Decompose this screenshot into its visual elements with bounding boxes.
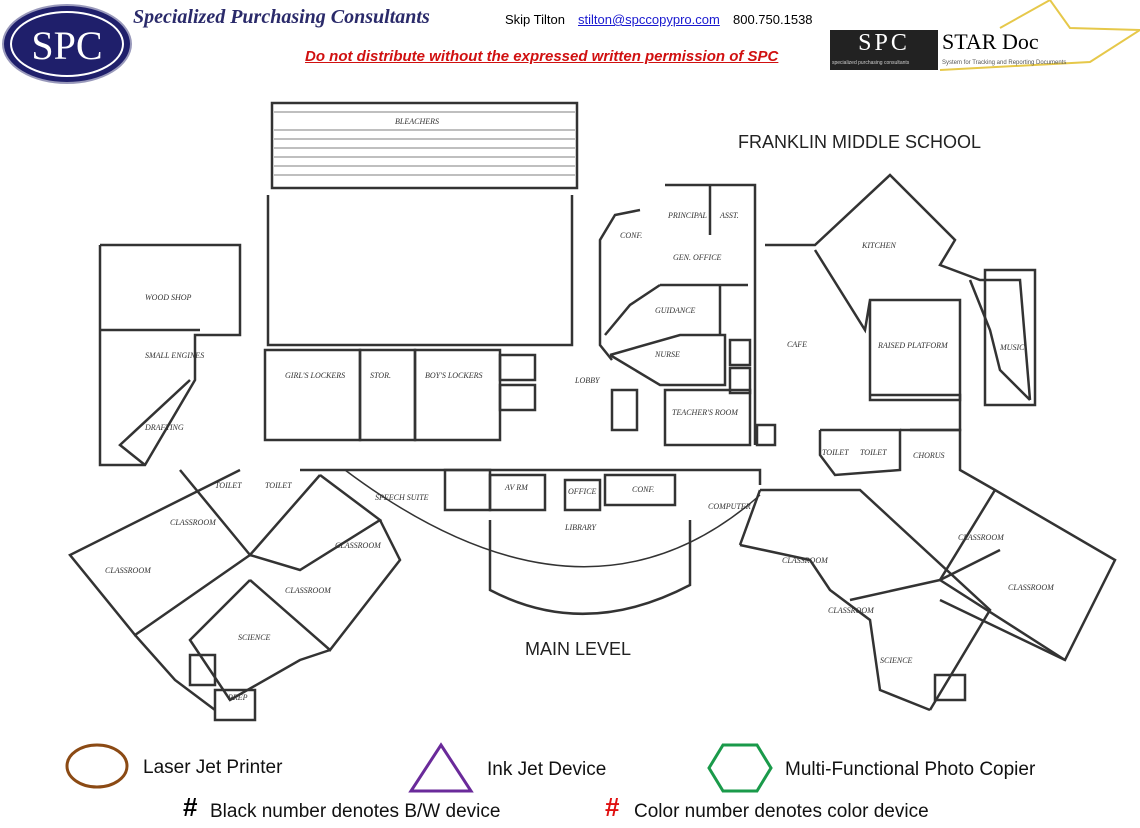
- room-classroom: CLASSROOM: [958, 533, 1005, 542]
- spc-logo: SPC: [2, 4, 132, 84]
- room-toilet-3: TOILET: [215, 481, 242, 490]
- room-classroom: CLASSROOM: [335, 541, 382, 550]
- level-name: MAIN LEVEL: [525, 639, 631, 659]
- room-girls-lockers: GIRL'S LOCKERS: [285, 371, 345, 380]
- stardoc-tagline: System for Tracking and Reporting Docume…: [942, 60, 1067, 66]
- room-principal: PRINCIPAL: [667, 211, 708, 220]
- stardoc-name: STAR Doc: [942, 29, 1039, 54]
- room-guidance: GUIDANCE: [655, 306, 696, 315]
- legend-bw: Black number denotes B/W device: [210, 801, 501, 822]
- room-av: AV RM: [504, 483, 529, 492]
- ink-jet-triangle-icon: [408, 742, 474, 793]
- legend-mfp: Multi-Functional Photo Copier: [785, 759, 1036, 780]
- room-science: SCIENCE: [880, 656, 913, 665]
- room-teachers: TEACHER'S ROOM: [672, 408, 739, 417]
- room-toilet-4: TOILET: [265, 481, 292, 490]
- contact-phone: 800.750.1538: [733, 12, 813, 27]
- room-classroom: CLASSROOM: [105, 566, 152, 575]
- laser-printer-circle-icon: [65, 743, 129, 789]
- room-music: MUSIC: [999, 343, 1025, 352]
- room-bleachers: BLEACHERS: [395, 117, 439, 126]
- room-kitchen: KITCHEN: [861, 241, 896, 250]
- contact-name: Skip Tilton: [505, 12, 565, 27]
- contact-email-link[interactable]: stilton@spccopypro.com: [578, 12, 720, 27]
- stardoc-sub: specialized purchasing consultants: [832, 60, 910, 66]
- legend-color: Color number denotes color device: [634, 801, 929, 822]
- room-classroom: CLASSROOM: [285, 586, 332, 595]
- mfp-hexagon-icon: [707, 743, 773, 793]
- room-classroom: CLASSROOM: [1008, 583, 1055, 592]
- room-prep: PREP: [227, 693, 248, 702]
- room-classroom: CLASSROOM: [782, 556, 829, 565]
- school-name: FRANKLIN MIDDLE SCHOOL: [738, 132, 981, 152]
- room-toilet-1: TOILET: [822, 448, 849, 457]
- room-conf-office: CONF.: [620, 231, 642, 240]
- distribution-warning: Do not distribute without the expressed …: [305, 48, 779, 65]
- color-number-icon: #: [605, 792, 620, 822]
- room-drafting: DRAFTING: [144, 423, 184, 432]
- bw-number-icon: #: [183, 792, 198, 822]
- room-speech-suite: SPEECH SUITE: [375, 493, 429, 502]
- room-boys-lockers: BOY'S LOCKERS: [425, 371, 483, 380]
- room-nurse: NURSE: [654, 350, 680, 359]
- room-classroom: CLASSROOM: [828, 606, 875, 615]
- room-small-engines: SMALL ENGINES: [145, 351, 204, 360]
- room-chorus: CHORUS: [913, 451, 945, 460]
- room-science: SCIENCE: [238, 633, 271, 642]
- stardoc-logo: SPC specialized purchasing consultants S…: [830, 0, 1140, 72]
- room-cafe: CAFE: [787, 340, 807, 349]
- room-office: OFFICE: [568, 487, 597, 496]
- stardoc-spc: SPC: [858, 30, 910, 56]
- room-asst: ASST.: [719, 211, 739, 220]
- legend-laser: Laser Jet Printer: [143, 757, 283, 778]
- room-library: LIBRARY: [564, 523, 598, 532]
- room-stor: STOR.: [370, 371, 391, 380]
- company-name: Specialized Purchasing Consultants: [133, 6, 430, 28]
- legend-inkjet: Ink Jet Device: [487, 759, 607, 780]
- room-gen-office: GEN. OFFICE: [673, 253, 722, 262]
- room-computer: COMPUTER: [708, 502, 751, 511]
- room-wood-shop: WOOD SHOP: [145, 293, 192, 302]
- room-lobby: LOBBY: [574, 376, 601, 385]
- room-toilet-2: TOILET: [860, 448, 887, 457]
- room-conf: CONF.: [632, 485, 654, 494]
- stardoc-black-block: [830, 30, 938, 70]
- room-raised-platform: RAISED PLATFORM: [877, 341, 949, 350]
- floor-plan-walls: [68, 101, 1117, 722]
- star-outline-icon: [939, 0, 1140, 71]
- floor-plan: FRANKLIN MIDDLE SCHOOL MAIN LEVEL BLEACH…: [68, 101, 1117, 722]
- room-classroom: CLASSROOM: [170, 518, 217, 527]
- spc-logo-text: SPC: [10, 11, 124, 77]
